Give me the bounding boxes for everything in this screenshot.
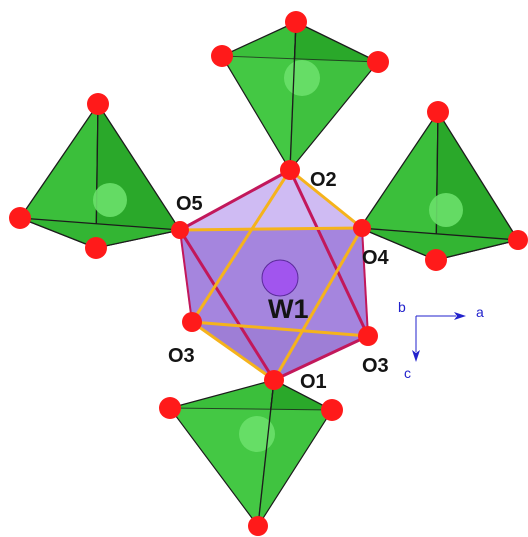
oxygen-atom bbox=[171, 221, 189, 239]
oxygen-atom bbox=[182, 312, 202, 332]
label-o2: O2 bbox=[310, 169, 337, 191]
oxygen-atom bbox=[248, 516, 268, 536]
axis-label-b: b bbox=[398, 299, 406, 315]
right-tetrahedron bbox=[359, 109, 520, 261]
label-o1: O1 bbox=[300, 371, 327, 393]
label-o3-right: O3 bbox=[362, 355, 389, 377]
left-tetrahedron bbox=[19, 101, 182, 249]
oxygen-atom bbox=[285, 11, 307, 33]
oxygen-atom bbox=[508, 230, 528, 250]
axis-label-a: a bbox=[476, 304, 484, 320]
oxygen-atom bbox=[9, 207, 31, 229]
label-w1: W1 bbox=[268, 294, 309, 324]
oxygen-atom bbox=[353, 219, 371, 237]
oxygen-atom bbox=[427, 101, 449, 123]
label-o5: O5 bbox=[176, 193, 203, 215]
axis-label-c: c bbox=[404, 365, 411, 381]
top-tetrahedron bbox=[221, 20, 380, 173]
octahedron-bonds bbox=[178, 168, 370, 382]
oxygen-atom bbox=[264, 370, 284, 390]
label-o4: O4 bbox=[362, 247, 390, 269]
bottom-tetrahedron bbox=[168, 378, 333, 528]
oxygen-atom bbox=[159, 397, 181, 419]
oxygen-atom bbox=[425, 249, 447, 271]
oxygen-atoms bbox=[9, 11, 528, 536]
oxygen-atom bbox=[358, 326, 378, 346]
oxygen-atom bbox=[85, 237, 107, 259]
oxygen-atom bbox=[87, 93, 109, 115]
oxygen-atom bbox=[321, 399, 343, 421]
label-o3-left: O3 bbox=[168, 345, 195, 367]
tungsten-atom bbox=[261, 259, 299, 297]
oxygen-atom bbox=[211, 45, 233, 67]
axis-indicator: b a c bbox=[398, 299, 484, 381]
oxygen-atom bbox=[367, 51, 389, 73]
oxygen-atom bbox=[280, 160, 300, 180]
